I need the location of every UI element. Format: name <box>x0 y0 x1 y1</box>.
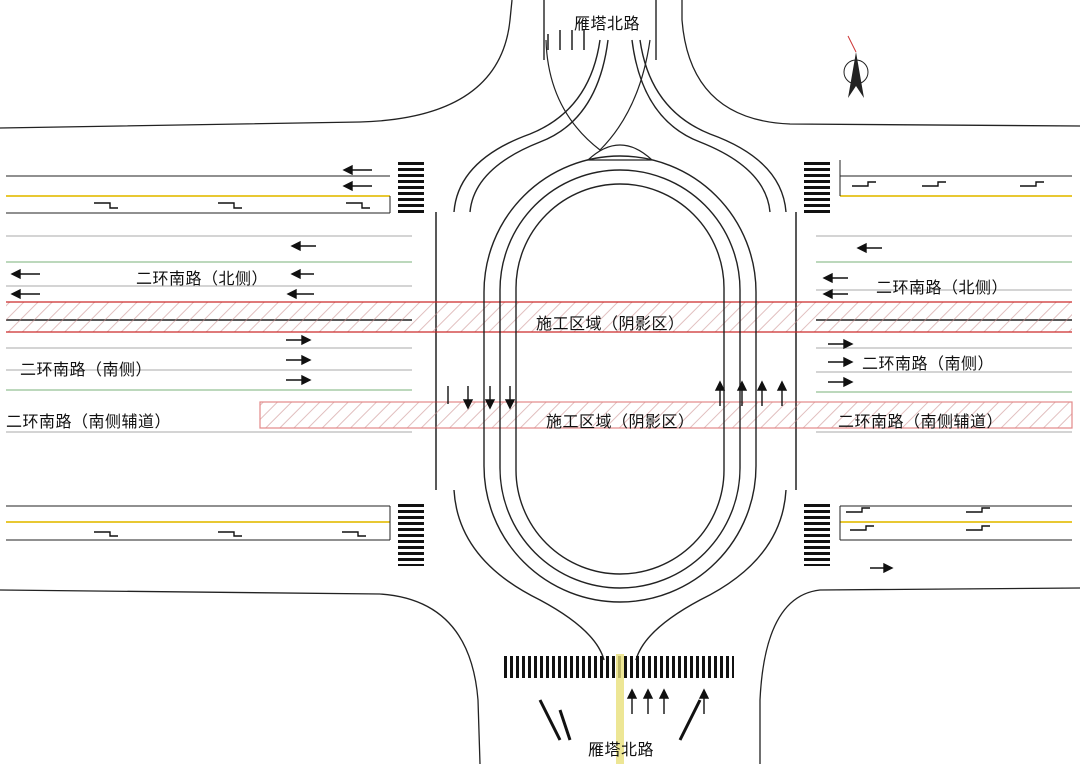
south-side-right-label: 二环南路（南侧） <box>862 354 995 373</box>
south-side-left-label: 二环南路（南侧） <box>20 360 153 379</box>
south-aux-right-label: 二环南路（南侧辅道） <box>838 412 1004 431</box>
west-lanes <box>6 175 412 541</box>
north-side-left-label: 二环南路（北侧） <box>136 269 269 288</box>
crosswalk-ne <box>804 162 830 216</box>
north-arrow-icon <box>843 35 869 98</box>
construction-zone-upper <box>6 302 1072 332</box>
north-side-right-label: 二环南路（北侧） <box>876 278 1009 297</box>
south-road-label: 雁塔北路 <box>588 740 655 759</box>
construction-zone-lower <box>259 401 1073 429</box>
vertical-edges <box>435 212 797 490</box>
crosswalk-nw <box>398 162 424 216</box>
central-ring <box>453 0 787 661</box>
lane-arrows-east <box>822 181 1044 574</box>
lane-arrows <box>10 164 372 537</box>
construction-zone-label-upper: 施工区域（阴影区） <box>536 314 685 333</box>
crosswalk-sw <box>398 502 424 566</box>
ring-arrows <box>447 30 788 741</box>
crosswalk-se <box>804 502 830 566</box>
construction-zone-label-lower: 施工区域（阴影区） <box>546 412 695 431</box>
construction-zones <box>6 301 1073 429</box>
south-aux-left-label: 二环南路（南侧辅道） <box>6 412 172 431</box>
north-road-label: 雁塔北路 <box>574 14 641 33</box>
crosswalks <box>398 162 830 764</box>
